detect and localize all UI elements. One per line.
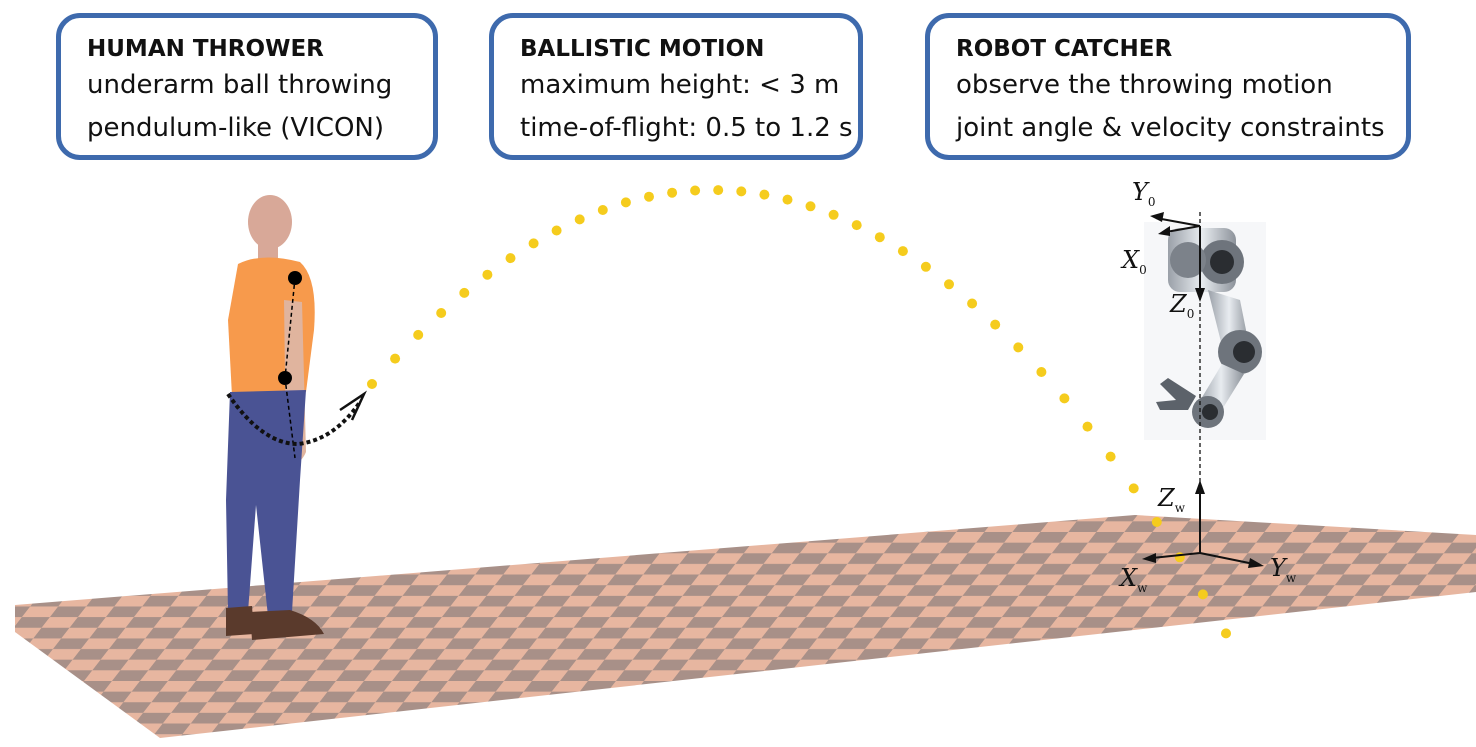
robot-catcher [1144,222,1266,440]
trajectory-dot [920,261,931,272]
trajectory-dot [1013,342,1024,353]
trajectory-dot [436,308,447,318]
checkered-floor [15,515,1476,738]
trajectory-dot [1151,517,1162,527]
trajectory-dot [1105,451,1116,462]
trajectory-dot [944,279,954,290]
trajectory-dot [782,194,793,205]
trajectory-dot [713,185,724,196]
svg-text:X0: X0 [1120,246,1147,277]
robot-catcher-box: ROBOT CATCHER observe the throwing motio… [925,13,1411,160]
base-frame-axes: Y0 X0 Z0 [1120,178,1205,490]
robot-joint-0 [1170,242,1206,278]
trajectory-dot [597,205,608,215]
trajectory-dot [390,353,401,364]
trajectory-dot [759,189,770,200]
thrower-shoe-back [226,606,254,636]
svg-text:Yw: Yw [1270,554,1297,585]
trajectory-dot [897,246,908,257]
trajectory-dot [1128,483,1139,494]
robot-hand [1156,378,1196,410]
human-thrower-line-1: underarm ball throwing [87,70,393,100]
trajectory-dot [1197,589,1208,600]
swing-arc [226,392,362,447]
trajectory-dot [459,287,470,298]
svg-text:Z0: Z0 [1169,290,1194,321]
robot-catcher-line-2: joint angle & velocity constraints [956,113,1385,143]
human-thrower-line-2: pendulum-like (VICON) [87,113,385,143]
svg-text:Zw: Zw [1157,484,1186,515]
trajectory-dot [736,186,747,197]
human-thrower-figure [226,195,367,640]
robot-catcher-title: ROBOT CATCHER [956,36,1173,62]
trajectory-dot [805,201,816,212]
ballistic-motion-line-1: maximum height: < 3 m [520,70,840,100]
trajectory-dot [874,232,885,243]
trajectory-dot [413,329,424,340]
trajectory-dot [1059,393,1070,404]
thrower-pants [226,390,306,616]
robot-catcher-line-1: observe the throwing motion [956,70,1333,100]
thrower-head [248,195,292,249]
swing-arrow-head [339,390,367,421]
trajectory-dot [505,253,516,264]
ballistic-motion-title: BALLISTIC MOTION [520,36,765,62]
trajectory-dot [667,187,678,198]
trajectory-dot [1082,421,1093,432]
trajectory-dot [967,298,978,309]
ball-trajectory [367,185,1231,639]
svg-text:Y0: Y0 [1132,178,1155,209]
trajectory-dot [1036,367,1047,377]
trajectory-dot [482,269,493,280]
ballistic-motion-line-2: time-of-flight: 0.5 to 1.2 s [520,113,853,143]
svg-text:Xw: Xw [1118,564,1148,595]
trajectory-dot [1221,628,1231,639]
trajectory-dot [620,197,631,208]
trajectory-dot [367,379,377,389]
trajectory-dot [851,220,862,231]
trajectory-dot [574,214,585,225]
elbow-marker [278,371,292,385]
trajectory-dot [828,209,839,220]
trajectory-dot [528,238,539,249]
trajectory-dot [551,225,562,236]
trajectory-dot [644,191,654,202]
shoulder-marker [288,271,302,285]
trajectory-dot [990,319,1001,330]
ballistic-motion-box: BALLISTIC MOTION maximum height: < 3 m t… [489,13,863,160]
human-thrower-box: HUMAN THROWER underarm ball throwing pen… [56,13,438,160]
human-thrower-title: HUMAN THROWER [87,36,324,62]
world-frame-axes: Zw Xw Yw [1118,480,1297,595]
trajectory-dot [690,185,701,196]
thrower-shoe-front [250,610,324,640]
